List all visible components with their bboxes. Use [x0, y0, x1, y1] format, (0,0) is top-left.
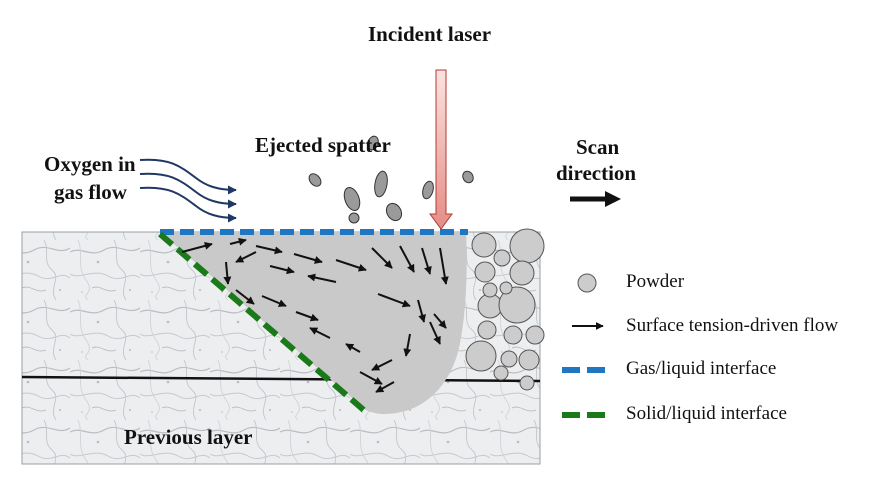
flow-arrow-23 [359, 371, 383, 385]
flow-arrow-6 [371, 247, 393, 269]
oxygen-flow-arrows [139, 158, 237, 223]
powder-particle-1 [471, 232, 497, 258]
flow-arrow-8 [421, 247, 432, 275]
powder-particle-13 [518, 349, 540, 371]
scan-label-line2: direction [556, 161, 637, 185]
powder-particle-8 [477, 320, 497, 340]
gas-flow-arrow-3 [139, 186, 237, 223]
flow-arrow-10 [307, 273, 337, 283]
powder-particle-15 [519, 375, 535, 391]
powder-particle-12 [500, 350, 518, 368]
spatter-particle-3 [374, 170, 388, 198]
flow-arrow-2 [229, 237, 247, 246]
flow-arrow-13 [223, 261, 232, 285]
flow-arrow-14 [235, 289, 255, 305]
oxygen-label-line2: gas flow [54, 180, 127, 204]
flow-arrow-26 [309, 327, 331, 339]
flow-arrow-9 [439, 247, 449, 285]
melt-pool [160, 232, 467, 414]
powder-particle-11 [465, 340, 497, 372]
flow-arrow-18 [417, 299, 426, 323]
flow-arrow-25 [345, 343, 361, 353]
flow-arrow-19 [433, 313, 447, 329]
previous-layer-line [21, 375, 541, 383]
flow-arrows [181, 237, 449, 393]
powder-particle-7 [498, 286, 536, 324]
flow-arrow-16 [295, 311, 319, 322]
flow-arrow-21 [403, 333, 412, 357]
legend-gas-liquid-label: Gas/liquid interface [626, 358, 777, 379]
flow-arrow-11 [269, 265, 295, 275]
flow-arrow-12 [235, 251, 257, 263]
gas-flow-arrow-1 [139, 158, 237, 195]
legend-powder-icon [577, 273, 597, 293]
incident-laser-label: Incident laser [368, 22, 492, 46]
flow-arrow-4 [293, 253, 323, 264]
ejected-spatter-particles [308, 135, 474, 224]
powder-particle-10 [525, 325, 545, 345]
previous-layer-label: Previous layer [124, 425, 253, 449]
legend-powder-label: Powder [626, 271, 685, 292]
scan-direction-arrowhead [605, 191, 621, 207]
spatter-particle-5 [422, 180, 434, 200]
spatter-particle-4 [385, 202, 403, 222]
gas-flow-arrow-2 [139, 172, 237, 209]
powder-particle-9 [503, 325, 523, 345]
powder-particle-2 [509, 228, 545, 264]
powder-bed [465, 228, 545, 391]
laser-beam [429, 69, 453, 230]
spatter-particle-1 [308, 173, 322, 187]
legend-flow-label: Surface tension-driven flow [626, 315, 839, 336]
flow-arrow-7 [399, 245, 415, 273]
powder-particle-14 [493, 365, 509, 381]
powder-particle-3 [474, 261, 496, 283]
flow-arrow-5 [335, 259, 367, 272]
powder-particle-17 [499, 281, 513, 295]
ejected-spatter-label: Ejected spatter [255, 133, 391, 157]
flow-arrow-3 [255, 245, 283, 255]
powder-particle-4 [493, 249, 511, 267]
flow-arrow-15 [261, 295, 287, 307]
powder-particle-5 [509, 260, 535, 286]
spatter-particle-7 [367, 135, 379, 151]
scan-label-line1: Scan [576, 135, 620, 159]
oxygen-label-line1: Oxygen in [44, 152, 136, 176]
flow-arrow-24 [375, 381, 395, 393]
flow-arrow-1 [181, 241, 213, 253]
flow-arrow-20 [429, 321, 441, 345]
legend-solid-liquid-label: Solid/liquid interface [626, 403, 787, 424]
spatter-particle-2 [343, 186, 361, 212]
spatter-particle-8 [348, 212, 360, 224]
powder-particle-6 [477, 293, 503, 319]
flow-arrow-22 [371, 359, 393, 371]
flow-arrow-17 [377, 293, 411, 308]
spatter-particle-6 [462, 170, 474, 184]
powder-particle-16 [482, 282, 498, 298]
